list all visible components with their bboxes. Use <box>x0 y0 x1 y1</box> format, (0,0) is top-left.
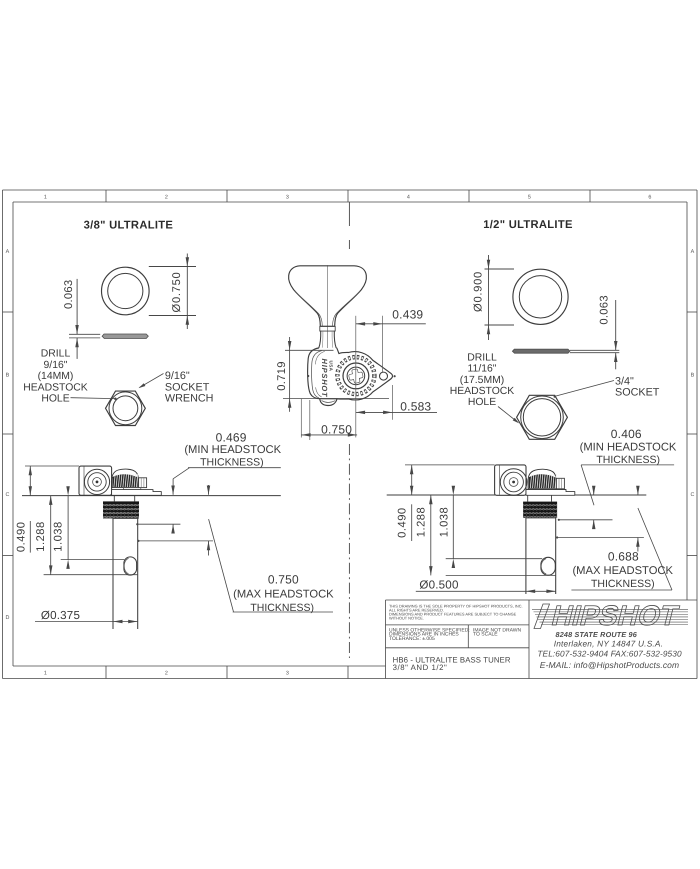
svg-text:3: 3 <box>286 195 289 201</box>
svg-text:Ø0.750: Ø0.750 <box>171 272 183 313</box>
svg-text:(MAX HEADSTOCK: (MAX HEADSTOCK <box>572 565 673 577</box>
svg-text:0.583: 0.583 <box>400 399 431 413</box>
svg-text:0.406: 0.406 <box>611 427 642 441</box>
svg-text:HOLE: HOLE <box>468 397 496 408</box>
svg-text:WRENCH: WRENCH <box>165 393 214 405</box>
svg-text:DRILL: DRILL <box>41 349 71 360</box>
svg-text:SOCKET: SOCKET <box>165 381 210 393</box>
svg-text:0.469: 0.469 <box>216 430 247 444</box>
svg-text:1: 1 <box>44 671 47 677</box>
svg-text:3/8" AND 1/2": 3/8" AND 1/2" <box>393 663 448 672</box>
svg-text:HEADSTOCK: HEADSTOCK <box>23 382 88 393</box>
svg-text:TOLERANCE: ±.005: TOLERANCE: ±.005 <box>389 636 435 642</box>
svg-text:DIMENSIONS ARE IN INCHES: DIMENSIONS ARE IN INCHES <box>389 632 459 638</box>
svg-text:9/16": 9/16" <box>44 360 68 371</box>
svg-text:0.439: 0.439 <box>392 308 423 322</box>
svg-text:UNLESS OTHERWISE SPECIFIED:: UNLESS OTHERWISE SPECIFIED: <box>389 627 470 633</box>
svg-text:3: 3 <box>286 671 289 677</box>
svg-text:11/16": 11/16" <box>468 364 497 375</box>
svg-text:1: 1 <box>44 195 47 201</box>
svg-text:B: B <box>691 373 695 379</box>
svg-text:Interlaken, NY 14847 U.S.A.: Interlaken, NY 14847 U.S.A. <box>554 638 663 648</box>
svg-text:(MIN HEADSTOCK: (MIN HEADSTOCK <box>184 444 281 456</box>
svg-text:HOLE: HOLE <box>41 394 69 405</box>
svg-text:USA: USA <box>329 361 334 372</box>
svg-text:6: 6 <box>648 195 651 201</box>
svg-text:5: 5 <box>528 195 531 201</box>
svg-text:1.038: 1.038 <box>438 507 450 538</box>
svg-text:8248 STATE ROUTE 96: 8248 STATE ROUTE 96 <box>556 630 638 639</box>
svg-text:HB6 - ULTRALITE BASS TUNER: HB6 - ULTRALITE BASS TUNER <box>393 656 511 665</box>
svg-text:(MIN HEADSTOCK: (MIN HEADSTOCK <box>580 441 677 453</box>
svg-text:A: A <box>691 249 695 255</box>
svg-text:Ø0.900: Ø0.900 <box>473 271 485 312</box>
svg-text:THICKNESS): THICKNESS) <box>596 454 660 466</box>
svg-text:2: 2 <box>165 671 168 677</box>
svg-text:1.288: 1.288 <box>35 521 47 552</box>
svg-text:TEL:607-532-9404 FAX:607-532-9: TEL:607-532-9404 FAX:607-532-9530 <box>537 649 682 659</box>
svg-text:1.288: 1.288 <box>416 507 428 538</box>
svg-text:1/2" ULTRALITE: 1/2" ULTRALITE <box>483 219 573 231</box>
svg-text:THICKNESS): THICKNESS) <box>200 457 264 469</box>
svg-text:0.688: 0.688 <box>608 549 639 563</box>
svg-text:1.038: 1.038 <box>53 521 65 552</box>
svg-text:0.490: 0.490 <box>16 522 28 553</box>
svg-text:HIPSHOT: HIPSHOT <box>320 359 329 399</box>
svg-text:3/4": 3/4" <box>615 375 634 387</box>
svg-text:9/16": 9/16" <box>165 370 190 382</box>
svg-text:C: C <box>5 492 9 498</box>
svg-text:THIS DRAWING IS THE SOLE PROPE: THIS DRAWING IS THE SOLE PROPERTY OF HIP… <box>389 603 523 608</box>
svg-text:0.063: 0.063 <box>599 295 611 325</box>
svg-text:DIMENSIONS AND PRODUCT FEATURE: DIMENSIONS AND PRODUCT FEATURES ARE SUBJ… <box>389 612 517 617</box>
svg-text:Ø0.500: Ø0.500 <box>419 579 458 592</box>
svg-text:0.750: 0.750 <box>268 572 299 586</box>
svg-text:0.719: 0.719 <box>276 361 288 391</box>
svg-text:ALL RIGHTS ARE RESERVED.: ALL RIGHTS ARE RESERVED. <box>389 607 444 612</box>
svg-text:4: 4 <box>407 195 410 201</box>
svg-text:D: D <box>5 615 9 621</box>
svg-text:(14MM): (14MM) <box>38 371 74 382</box>
svg-text:THICKNESS): THICKNESS) <box>591 578 655 590</box>
svg-text:2: 2 <box>165 195 168 201</box>
svg-text:(MAX HEADSTOCK: (MAX HEADSTOCK <box>233 588 334 600</box>
svg-text:A: A <box>6 249 10 255</box>
svg-text:SOCKET: SOCKET <box>615 387 660 399</box>
svg-text:B: B <box>6 373 10 379</box>
svg-text:Ø0.375: Ø0.375 <box>41 609 80 622</box>
svg-text:C: C <box>690 492 694 498</box>
svg-text:(17.5MM): (17.5MM) <box>460 375 504 386</box>
svg-text:HEADSTOCK: HEADSTOCK <box>450 386 515 397</box>
svg-text:THICKNESS): THICKNESS) <box>250 602 314 614</box>
svg-text:3/8" ULTRALITE: 3/8" ULTRALITE <box>84 220 174 232</box>
svg-text:WITHOUT NOTICE.: WITHOUT NOTICE. <box>389 616 424 621</box>
svg-text:HIPSHOT: HIPSHOT <box>549 600 682 631</box>
svg-text:DRILL: DRILL <box>467 352 497 363</box>
svg-text:E-MAIL: info@HipshotProducts.c: E-MAIL: info@HipshotProducts.com <box>540 660 679 670</box>
svg-text:TO SCALE: TO SCALE <box>473 632 498 638</box>
svg-text:0.490: 0.490 <box>396 507 408 538</box>
svg-text:0.750: 0.750 <box>321 422 352 436</box>
svg-text:IMAGE NOT DRAWN: IMAGE NOT DRAWN <box>473 627 521 633</box>
svg-text:0.063: 0.063 <box>63 280 75 310</box>
